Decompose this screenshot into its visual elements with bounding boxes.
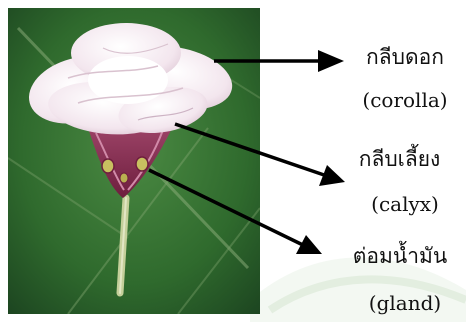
corolla-label-thai: กลีบดอก [355, 41, 455, 74]
flower-photo [8, 8, 260, 314]
gland-label-latin: (gland) [355, 291, 455, 315]
gland-label-thai: ต่อมน้ำมัน [338, 240, 462, 273]
corolla-label-latin: (corolla) [355, 88, 455, 112]
calyx-label-latin: (calyx) [355, 192, 455, 216]
calyx-label-thai: กลีบเลี้ยง [342, 143, 457, 176]
